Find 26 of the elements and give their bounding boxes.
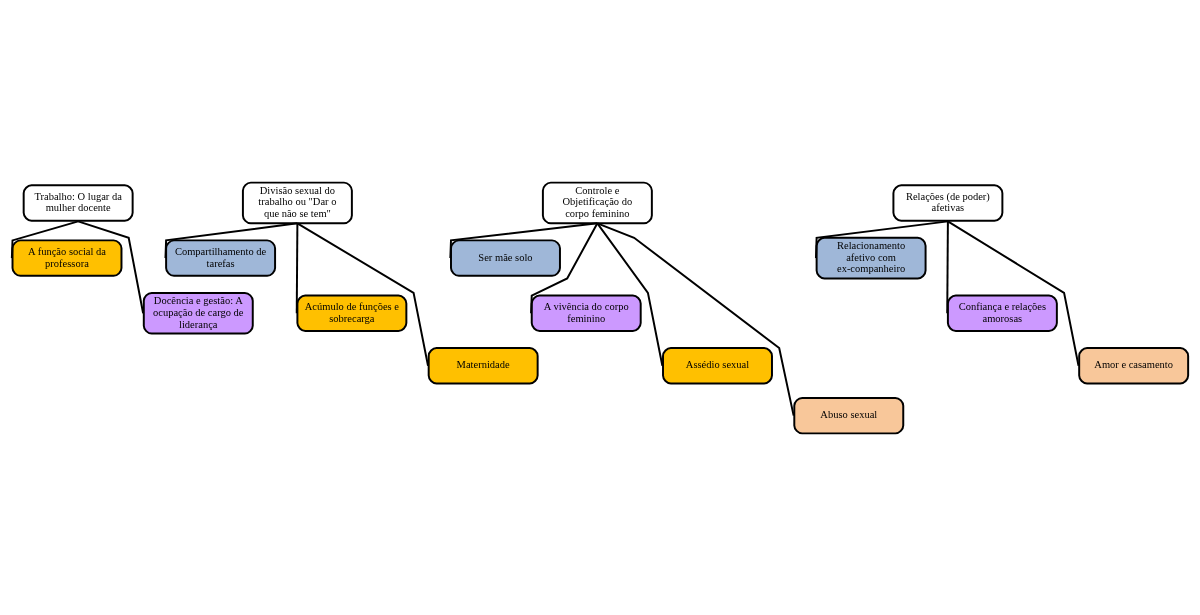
connector	[596, 221, 664, 367]
node-box: Relações (de poder) afetivas	[892, 183, 1004, 222]
connector	[164, 221, 299, 259]
node-box: Docência e gestão: A ocupação de cargo de liderança	[142, 291, 254, 335]
node-box: Compartilhamento de tarefas	[165, 238, 277, 277]
node-box: Assédio sexual	[662, 346, 773, 384]
node-box: Abuso sexual	[793, 396, 905, 434]
node-box: Ser mãe solo	[450, 238, 561, 277]
connector	[530, 221, 599, 314]
connector	[10, 219, 80, 259]
connector	[946, 219, 949, 314]
node-box: Maternidade	[427, 346, 539, 384]
node-box: Relacionamento afetivo com ex-companheiro	[815, 236, 927, 279]
node-box: Amor e casamento	[1078, 346, 1190, 384]
node-box: Divisão sexual do trabalho ou "Dar o que não se tem"	[241, 181, 353, 224]
node-box: Confiança e relações amorosas	[946, 294, 1058, 332]
connector	[596, 221, 795, 417]
node-box: Controle e Objetificação do corpo feminino	[541, 181, 653, 224]
node-box: Trabalho: O lugar da mulher docente	[22, 183, 134, 222]
connector	[449, 221, 599, 259]
node-box: A vivência do corpo feminino	[530, 294, 642, 332]
node-box: A função social da professora	[11, 238, 123, 277]
connector	[77, 219, 145, 314]
node-box: Acúmulo de funções e sobrecarga	[296, 294, 408, 332]
connector	[814, 219, 949, 259]
connector	[295, 221, 299, 314]
